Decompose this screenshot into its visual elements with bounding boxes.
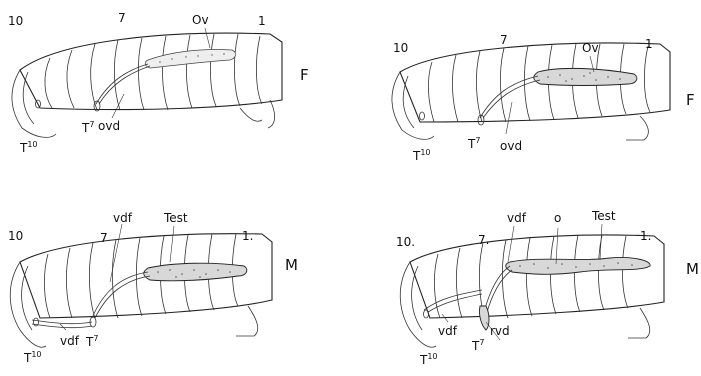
segment-label-posterior: 10. (396, 235, 415, 249)
segment-label-anterior: 1. (640, 229, 651, 243)
segment-label-mid: 7 (118, 11, 126, 25)
testis (144, 263, 247, 281)
sex-label: M (285, 256, 298, 274)
testis (506, 257, 650, 274)
segment-label-mid: 7 (100, 231, 108, 245)
ovary (145, 49, 235, 68)
t7-label: T7 (81, 120, 94, 135)
testis-label: Test (591, 209, 616, 223)
t7-label: T7 (85, 334, 98, 349)
segment-label-anterior: 1. (242, 229, 253, 243)
segment-label-anterior: 1 (645, 37, 653, 51)
segment-label-mid: 7 (500, 33, 508, 47)
t7-label: T7 (467, 136, 480, 151)
o-label: o (554, 211, 561, 225)
vas-deferens (92, 272, 148, 318)
sex-label: M (686, 260, 699, 278)
panel-bottom-left: 10 7 1. vdf Test vdf M T10 T7 (8, 211, 298, 365)
t10-label: T10 (23, 350, 42, 365)
t10-pore (424, 310, 429, 318)
segment-label-posterior: 10 (8, 14, 23, 28)
t10-label: T10 (419, 352, 438, 367)
panel-top-left: 10 7 1 Ov ovd F T10 T7 (8, 11, 309, 155)
ovary-label: Ov (192, 13, 209, 27)
oviduct (480, 76, 538, 118)
vdf-label-bottom: vdf (60, 334, 80, 348)
abdomen-outline (10, 234, 272, 348)
abdomen-outline (12, 33, 282, 137)
panel-bottom-right: 10. 7. 1. vdf o Test vdf rvd M T10 T7 (396, 209, 699, 367)
vas-deferens-posterior (424, 290, 482, 312)
sex-label: F (300, 66, 309, 84)
abdomen-outline (392, 43, 670, 140)
oviduct-label: ovd (500, 139, 522, 153)
vdf-label-top: vdf (507, 211, 527, 225)
t10-pore (420, 112, 425, 120)
vas-deferens-posterior (32, 320, 92, 328)
segment-label-posterior: 10 (393, 41, 408, 55)
ovary (534, 68, 637, 85)
segment-label-posterior: 10 (8, 229, 23, 243)
segment-label-anterior: 1 (258, 14, 266, 28)
segment-label-mid: 7. (478, 233, 489, 247)
rvd-vesicle (479, 306, 489, 330)
ovary-label: Ov (582, 41, 599, 55)
rvd-label: rvd (490, 324, 510, 338)
vas-deferens (484, 266, 510, 312)
t10-label: T10 (19, 140, 38, 155)
vdf-label-top: vdf (113, 211, 133, 225)
t10-label: T10 (412, 148, 431, 163)
vdf-label-bottom: vdf (438, 324, 458, 338)
t7-label: T7 (471, 338, 484, 353)
sex-label: F (686, 91, 695, 109)
panel-top-right: 10 7 1 Ov ovd F T10 T7 (392, 33, 695, 163)
testis-label: Test (163, 211, 188, 225)
oviduct-label: ovd (98, 119, 120, 133)
